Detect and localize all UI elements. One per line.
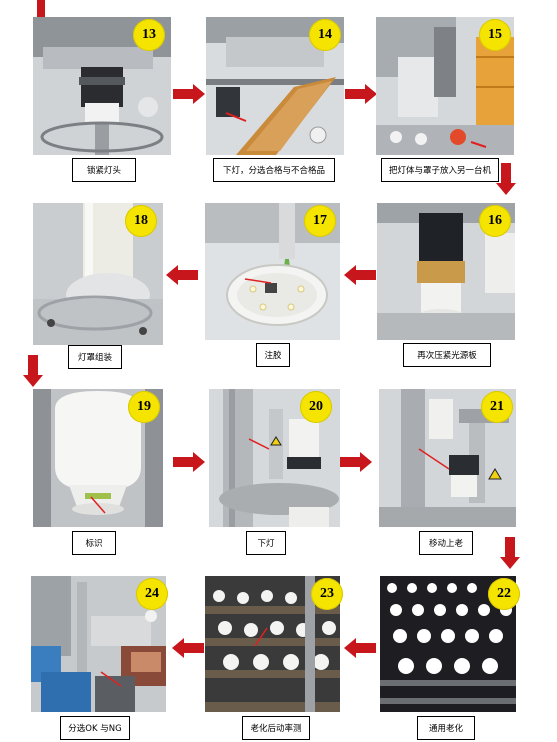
step-19-photo: [33, 389, 163, 527]
step-13-badge: 13: [133, 19, 165, 51]
step-24-badge: 24: [136, 578, 168, 610]
step-13-photo: [33, 17, 171, 155]
arrow-22-23: [344, 638, 376, 658]
step-22-badge: 22: [488, 578, 520, 610]
step-18-caption: 灯罩组装: [68, 345, 122, 369]
step-20-badge: 20: [300, 391, 332, 423]
arrow-18-19: [23, 355, 43, 387]
step-17-caption: 注胶: [256, 343, 290, 367]
arrow-21-22: [500, 537, 520, 569]
arrow-20-21: [340, 452, 372, 472]
step-21-caption: 移动上老: [419, 531, 473, 555]
step-14-caption: 下灯，分选合格与不合格品: [213, 158, 335, 182]
arrow-16-17: [344, 265, 376, 285]
step-15-caption: 把灯体与罩子放入另一台机: [381, 158, 499, 182]
step-21-badge: 21: [481, 391, 513, 423]
step-23-caption: 老化后动率测: [242, 716, 310, 740]
step-16-caption: 再次压紧光源板: [403, 343, 491, 367]
arrow-15-16: [496, 163, 516, 195]
step-21-photo: [379, 389, 516, 527]
step-20-caption: 下灯: [246, 531, 286, 555]
step-24-caption: 分选OK 与NG: [60, 716, 130, 740]
step-24-photo: [31, 576, 166, 712]
step-17-badge: 17: [304, 205, 336, 237]
arrow-19-20: [173, 452, 205, 472]
step-19-caption: 标识: [72, 531, 116, 555]
arrow-17-18: [166, 265, 198, 285]
arrow-13-14: [173, 84, 205, 104]
step-14-badge: 14: [309, 19, 341, 51]
step-15-badge: 15: [479, 19, 511, 51]
step-18-badge: 18: [125, 205, 157, 237]
step-13-caption: 锁紧灯头: [72, 158, 136, 182]
step-22-photo: [380, 576, 516, 712]
step-19-badge: 19: [128, 391, 160, 423]
arrow-23-24: [172, 638, 204, 658]
step-22-caption: 通用老化: [417, 716, 475, 740]
step-23-badge: 23: [311, 578, 343, 610]
step-16-badge: 16: [479, 205, 511, 237]
step-20-photo: [209, 389, 340, 527]
arrow-14-15: [345, 84, 377, 104]
